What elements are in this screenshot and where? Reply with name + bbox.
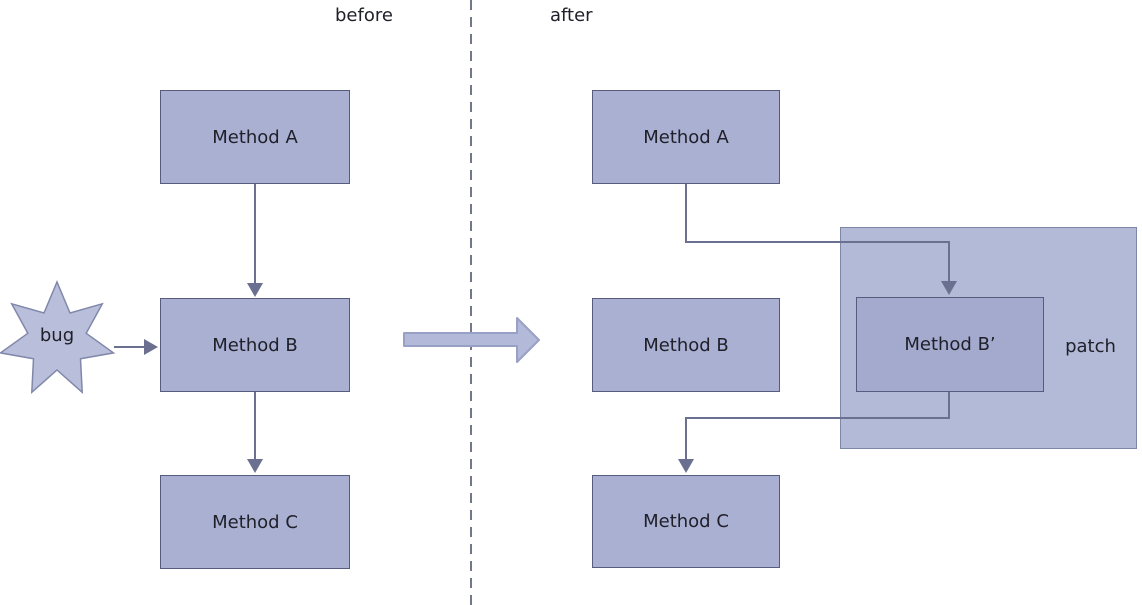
before-node-method-c-label: Method C bbox=[212, 511, 298, 533]
after-section-label: after bbox=[550, 5, 593, 26]
arrowhead-before-a-to-b bbox=[247, 283, 263, 297]
after-node-method-c-label: Method C bbox=[643, 511, 729, 532]
after-node-method-b-label: Method B bbox=[643, 334, 729, 356]
before-section-label: before bbox=[335, 5, 393, 26]
patch-label: patch bbox=[1065, 336, 1116, 357]
after-node-method-b-prime: Method B’ bbox=[856, 297, 1044, 392]
after-node-method-a: Method A bbox=[592, 90, 780, 184]
arrowhead-before-b-to-c bbox=[247, 459, 263, 473]
before-node-method-b: Method B bbox=[160, 298, 350, 392]
transition-block-arrow-icon bbox=[403, 317, 540, 363]
arrowhead-bug-to-method-b bbox=[144, 339, 158, 355]
arrowhead-after-b-prime-to-c bbox=[678, 459, 694, 473]
after-node-method-b: Method B bbox=[592, 298, 780, 392]
before-node-method-a: Method A bbox=[160, 90, 350, 184]
after-node-method-c: Method C bbox=[592, 475, 780, 568]
before-node-method-b-label: Method B bbox=[212, 334, 298, 356]
before-node-method-c: Method C bbox=[160, 475, 350, 569]
after-node-method-b-prime-label: Method B’ bbox=[904, 334, 996, 355]
bug-label: bug bbox=[39, 325, 75, 346]
after-node-method-a-label: Method A bbox=[643, 126, 729, 148]
before-node-method-a-label: Method A bbox=[212, 126, 298, 148]
